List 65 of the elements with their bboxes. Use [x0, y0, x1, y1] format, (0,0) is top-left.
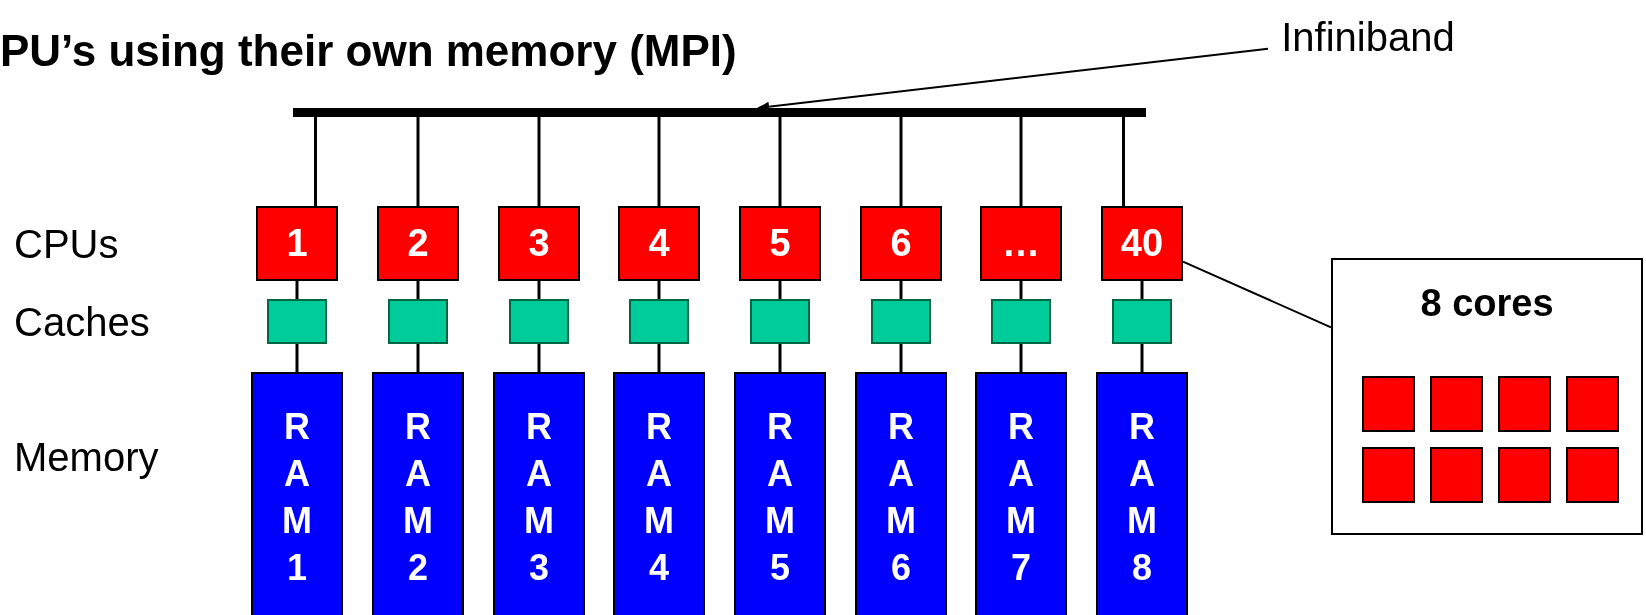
- connector-line: [778, 281, 782, 299]
- callout-label: Infiniband: [1268, 12, 1468, 62]
- core-box: [1498, 447, 1551, 503]
- connector-line: [899, 344, 903, 372]
- cache-box: [750, 299, 810, 344]
- connector-line: [657, 344, 661, 372]
- row-label: Caches: [14, 300, 150, 345]
- memory-box: R A M 2: [372, 372, 464, 615]
- memory-box: R A M 7: [975, 372, 1067, 615]
- memory-box: R A M 3: [493, 372, 585, 615]
- connector-line: [416, 117, 420, 206]
- core-box: [1498, 376, 1551, 432]
- memory-box: R A M 1: [251, 372, 343, 615]
- connector-line: [295, 281, 299, 299]
- core-box: [1362, 376, 1415, 432]
- cache-box: [629, 299, 689, 344]
- cpu-box: …: [980, 206, 1062, 281]
- cpu-box: 5: [739, 206, 821, 281]
- cpu-box: 4: [618, 206, 700, 281]
- cpu-box: 40: [1101, 206, 1183, 281]
- core-box: [1566, 376, 1619, 432]
- memory-box: R A M 6: [855, 372, 947, 615]
- row-label: Memory: [14, 435, 159, 480]
- connector-line: [778, 344, 782, 372]
- core-box: [1362, 447, 1415, 503]
- title: PU’s using their own memory (MPI): [0, 26, 737, 76]
- connector-line: [1140, 281, 1144, 299]
- connector-line: [1019, 281, 1023, 299]
- memory-box: R A M 5: [734, 372, 826, 615]
- connector-line: [416, 281, 420, 299]
- core-box: [1430, 376, 1483, 432]
- connector-line: [1019, 117, 1023, 206]
- cores-panel: [1331, 258, 1643, 535]
- connector-line: [314, 117, 317, 206]
- cache-box: [267, 299, 327, 344]
- connector-line: [899, 117, 903, 206]
- cache-box: [991, 299, 1051, 344]
- cpu-box: 3: [498, 206, 580, 281]
- cpu-box: 2: [377, 206, 459, 281]
- leader-line: [1182, 260, 1332, 329]
- connector-line: [537, 344, 541, 372]
- connector-line: [1140, 344, 1144, 372]
- connector-line: [657, 281, 661, 299]
- memory-box: R A M 8: [1096, 372, 1188, 615]
- connector-line: [1122, 117, 1125, 206]
- connector-line: [899, 281, 903, 299]
- row-label: CPUs: [14, 222, 119, 267]
- core-box: [1566, 447, 1619, 503]
- core-box: [1430, 447, 1483, 503]
- cache-box: [871, 299, 931, 344]
- cpu-box: 6: [860, 206, 942, 281]
- connector-line: [416, 344, 420, 372]
- connector-line: [1019, 344, 1023, 372]
- cache-box: [509, 299, 569, 344]
- cache-box: [388, 299, 448, 344]
- connector-line: [295, 344, 299, 372]
- connector-line: [657, 117, 661, 206]
- connector-line: [778, 117, 782, 206]
- connector-line: [537, 281, 541, 299]
- connector-line: [537, 117, 541, 206]
- bus-bar: [293, 108, 1146, 117]
- memory-box: R A M 4: [613, 372, 705, 615]
- cache-box: [1112, 299, 1172, 344]
- panel-heading: 8 cores: [1419, 282, 1555, 325]
- cpu-box: 1: [256, 206, 338, 281]
